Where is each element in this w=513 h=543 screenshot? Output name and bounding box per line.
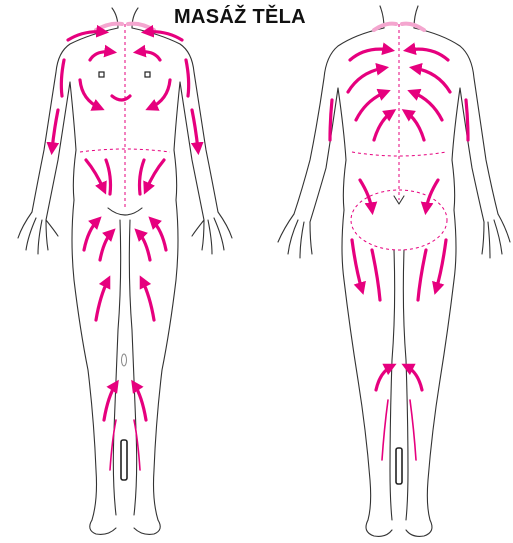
front-figure [18, 8, 232, 534]
front-body-outline [18, 8, 232, 534]
back-massage-strokes [330, 24, 468, 460]
back-figure [278, 6, 510, 536]
back-body-outline [278, 6, 510, 536]
